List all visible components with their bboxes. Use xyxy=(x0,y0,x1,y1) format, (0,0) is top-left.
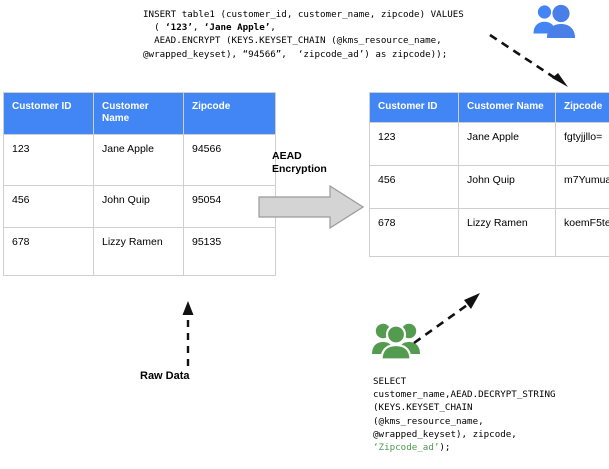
cell-zipcode: 95135 xyxy=(183,227,276,276)
aead-encryption-label: AEAD Encryption xyxy=(272,150,327,175)
column-header-customer-name: Customer Name xyxy=(458,92,556,123)
encrypted-data-table: Customer ID Customer Name Zipcode 123 Ja… xyxy=(369,92,609,257)
raw-data-table: Customer ID Customer Name Zipcode 123 Ja… xyxy=(3,92,276,276)
people-group-icon xyxy=(531,3,575,39)
diagonal-dashed-arrow-icon xyxy=(488,32,580,90)
cell-customer-name: John Quip xyxy=(93,185,184,228)
select-sql-line-4: (@kms_resource_name, xyxy=(373,415,484,427)
cell-customer-id: 456 xyxy=(369,165,459,209)
cell-zipcode: koemF5ter= xyxy=(555,208,609,257)
raw-data-label: Raw Data xyxy=(140,370,190,382)
cell-customer-id: 456 xyxy=(3,185,94,228)
select-sql-line-5: @wrapped_keyset), zipcode, xyxy=(373,428,517,440)
table-row: 456 John Quip 95054 xyxy=(3,185,276,228)
select-sql-line-1: SELECT xyxy=(373,376,407,387)
insert-sql-line-4: @wrapped_keyset), “94566”, ‘zipcode_ad’)… xyxy=(143,48,448,60)
select-sql-ad-literal: ‘Zipcode_ad’ xyxy=(373,442,440,454)
insert-sql-line-2-suffix: , xyxy=(270,22,276,34)
cell-zipcode: m7Yumuaw qry xyxy=(555,165,609,209)
insert-sql-statement: INSERT table1 (customer_id, customer_nam… xyxy=(143,8,464,61)
select-sql-line-3: (KEYS.KEYSET_CHAIN xyxy=(373,402,473,414)
right-block-arrow-icon xyxy=(258,184,365,230)
insert-sql-value-customer-name: ‘Jane Apple’ xyxy=(203,22,271,34)
cell-zipcode: 94566 xyxy=(183,134,276,186)
table-row: 123 Jane Apple fgtyjjllo= xyxy=(369,122,609,166)
cell-customer-name: Jane Apple xyxy=(458,122,556,166)
column-header-customer-name: Customer Name xyxy=(93,92,184,135)
cell-customer-id: 123 xyxy=(3,134,94,186)
people-group-icon xyxy=(372,318,424,361)
table-header-row: Customer ID Customer Name Zipcode xyxy=(369,92,609,123)
cell-customer-id: 678 xyxy=(369,208,459,257)
column-header-customer-id: Customer ID xyxy=(3,92,94,135)
table-header-row: Customer ID Customer Name Zipcode xyxy=(3,92,276,135)
column-header-zipcode: Zipcode xyxy=(183,92,276,135)
insert-sql-line-3: AEAD.ENCRYPT (KEYS.KEYSET_CHAIN (@kms_re… xyxy=(143,35,442,47)
insert-sql-value-customer-id: ‘123’ xyxy=(165,22,193,34)
cell-zipcode: fgtyjjllo= xyxy=(555,122,609,166)
insert-sql-line-2-mid: , xyxy=(192,22,204,34)
column-header-zipcode: Zipcode xyxy=(555,92,609,123)
select-sql-statement: SELECT customer_name,AEAD.DECRYPT_STRING… xyxy=(373,375,556,454)
table-row: 678 Lizzy Ramen 95135 xyxy=(3,227,276,276)
select-sql-line-6-tail: ); xyxy=(439,442,451,454)
select-sql-line-2: customer_name,AEAD.DECRYPT_STRING xyxy=(373,389,556,401)
cell-customer-id: 123 xyxy=(369,122,459,166)
diagonal-dashed-arrow-icon xyxy=(412,285,514,345)
cell-customer-name: Jane Apple xyxy=(93,134,184,186)
cell-customer-name: Lizzy Ramen xyxy=(458,208,556,257)
up-dashed-arrow-icon xyxy=(176,300,200,368)
cell-customer-id: 678 xyxy=(3,227,94,276)
table-row: 678 Lizzy Ramen koemF5ter= xyxy=(369,208,609,257)
table-row: 456 John Quip m7Yumuaw qry xyxy=(369,165,609,209)
cell-customer-name: Lizzy Ramen xyxy=(93,227,184,276)
cell-customer-name: John Quip xyxy=(458,165,556,209)
insert-sql-line-1: INSERT table1 (customer_id, customer_nam… xyxy=(143,9,464,20)
insert-sql-line-2-prefix: ( xyxy=(143,22,166,34)
table-row: 123 Jane Apple 94566 xyxy=(3,134,276,186)
column-header-customer-id: Customer ID xyxy=(369,92,459,123)
